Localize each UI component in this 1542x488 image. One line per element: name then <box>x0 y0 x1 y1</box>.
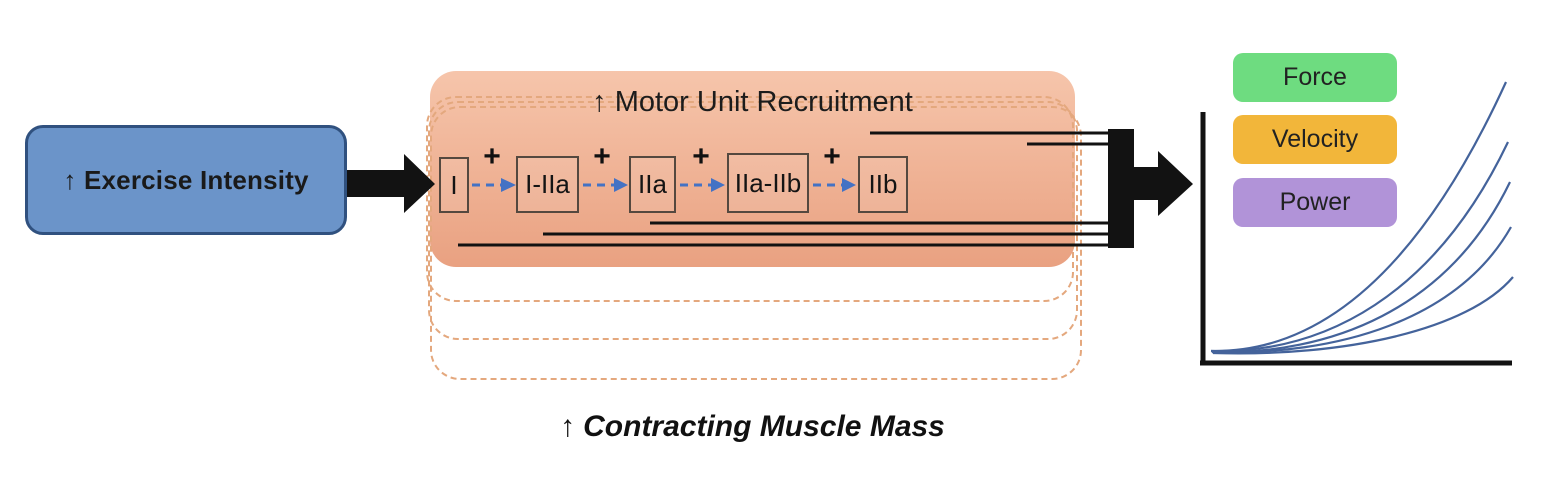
right-arrow-icon <box>1134 151 1193 216</box>
unit-box-IIa-IIb: IIa-IIb <box>727 153 809 213</box>
contracting-muscle-mass-caption: ↑Contracting Muscle Mass <box>400 410 1105 444</box>
legend-chip-power: Power <box>1233 178 1397 227</box>
curve-5 <box>1212 276 1514 355</box>
muscle-mass-layer-3 <box>430 106 1082 380</box>
plus-label: + <box>692 140 710 173</box>
unit-box-IIb: IIb <box>858 156 908 213</box>
curve-2 <box>1210 141 1509 353</box>
plus-label: + <box>593 140 611 173</box>
unit-label: I <box>450 169 458 200</box>
motor-unit-recruitment-title: ↑ Motor Unit Recruitment <box>592 86 913 118</box>
unit-box-I: I <box>439 157 469 213</box>
unit-label: IIa-IIb <box>734 167 802 198</box>
unit-label: IIa <box>638 169 667 199</box>
muscle-mass-layer-2 <box>428 101 1078 340</box>
caption-text: Contracting Muscle Mass <box>583 410 945 443</box>
legend-chip-force: Force <box>1233 53 1397 102</box>
legend-label: Velocity <box>1271 125 1359 153</box>
exercise-intensity-box: ↑ Exercise Intensity <box>25 125 347 235</box>
legend-chip-velocity: Velocity <box>1233 115 1397 164</box>
curve-4 <box>1211 226 1512 354</box>
up-arrow-icon: ↑ <box>560 410 576 443</box>
unit-label: IIb <box>868 169 898 199</box>
unit-box-IIa: IIa <box>629 156 676 213</box>
legend-label: Force <box>1283 63 1347 91</box>
exercise-intensity-label: ↑ Exercise Intensity <box>63 164 309 195</box>
legend-label: Power <box>1279 188 1351 216</box>
plus-label: + <box>823 140 841 173</box>
plus-label: + <box>483 140 501 173</box>
right-arrow-icon <box>347 154 435 213</box>
unit-label: I-IIa <box>525 169 570 199</box>
unit-box-I-IIa: I-IIa <box>516 156 579 213</box>
collector-bar <box>1108 129 1134 248</box>
